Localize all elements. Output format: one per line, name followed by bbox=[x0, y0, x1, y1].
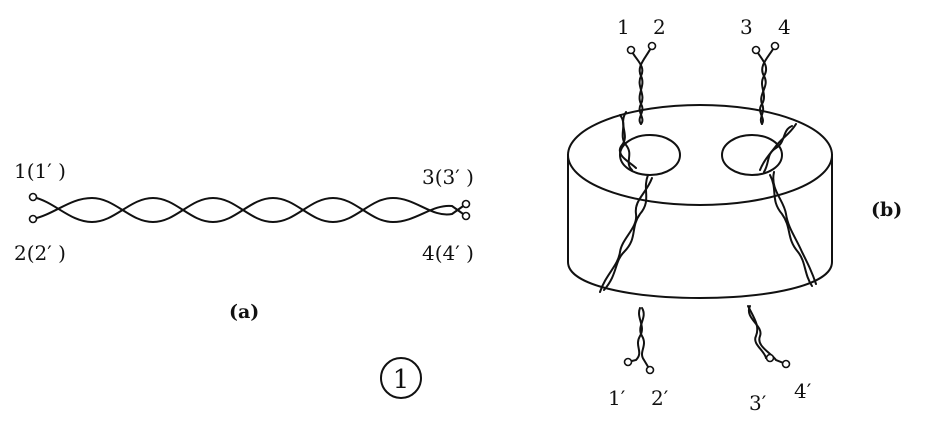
core-top-face bbox=[567, 104, 833, 206]
winding-left-bottom-wire-a bbox=[627, 307, 643, 363]
label-3-3prime: 3(3′ ) bbox=[422, 165, 474, 189]
winding-right-top-face-a bbox=[759, 123, 797, 171]
figure-number: 1 bbox=[380, 357, 422, 399]
label-b-2: 2 bbox=[653, 15, 666, 39]
terminal-1 bbox=[28, 192, 38, 202]
terminal-b-4 bbox=[770, 41, 780, 51]
terminal-b-4prime bbox=[781, 359, 791, 369]
winding-left-bottom-wire-b bbox=[639, 307, 651, 371]
diagram-b: 1 2 3 4 1′ 2′ 3′ 4′ (b) bbox=[567, 15, 902, 415]
diagram-a: 1(1′ ) 2(2′ ) 3(3′ ) 4(4′ ) (a) bbox=[14, 159, 474, 323]
label-b-3prime: 3′ bbox=[749, 391, 767, 415]
label-b-4prime: 4′ bbox=[794, 379, 812, 403]
winding-left-top-face-b bbox=[618, 111, 637, 169]
winding-right bbox=[747, 41, 817, 369]
terminal-2 bbox=[28, 214, 38, 224]
label-b-1prime: 1′ bbox=[608, 386, 626, 410]
terminal-b-1 bbox=[626, 45, 636, 55]
winding-left bbox=[599, 41, 657, 375]
winding-left-wall-b bbox=[599, 177, 653, 293]
label-b-4: 4 bbox=[778, 15, 791, 39]
terminal-b-2prime bbox=[645, 365, 655, 375]
core-hole-left bbox=[619, 134, 681, 176]
twisted-wire-1 bbox=[32, 196, 467, 224]
winding-left-wall-a bbox=[603, 174, 649, 291]
terminal-b-3 bbox=[751, 45, 761, 55]
winding-right-top-face-b bbox=[763, 125, 793, 173]
winding-left-top-wire-b bbox=[638, 45, 653, 125]
label-1-1prime: 1(1′ ) bbox=[14, 159, 66, 183]
label-4-4prime: 4(4′ ) bbox=[422, 241, 474, 265]
label-b-2prime: 2′ bbox=[651, 386, 669, 410]
winding-right-wall-a bbox=[769, 174, 813, 287]
terminal-4 bbox=[461, 211, 471, 221]
label-b-1: 1 bbox=[617, 15, 630, 39]
caption-b: (b) bbox=[871, 199, 902, 221]
terminal-b-1prime bbox=[623, 357, 633, 367]
terminal-3 bbox=[461, 199, 471, 209]
terminal-b-2 bbox=[647, 41, 657, 51]
figure-number-circle bbox=[380, 357, 422, 399]
core-hole-right bbox=[721, 134, 783, 176]
winding-right-bottom-wire-a bbox=[747, 305, 771, 359]
terminal-b-3prime bbox=[765, 353, 775, 363]
winding-right-wall-b bbox=[772, 171, 817, 285]
twisted-wire-2 bbox=[32, 196, 467, 224]
figure-number-digit: 1 bbox=[393, 365, 410, 395]
label-2-2prime: 2(2′ ) bbox=[14, 241, 66, 265]
caption-a: (a) bbox=[229, 301, 259, 323]
label-b-3: 3 bbox=[740, 15, 753, 39]
winding-right-top-wire-b bbox=[759, 45, 776, 125]
